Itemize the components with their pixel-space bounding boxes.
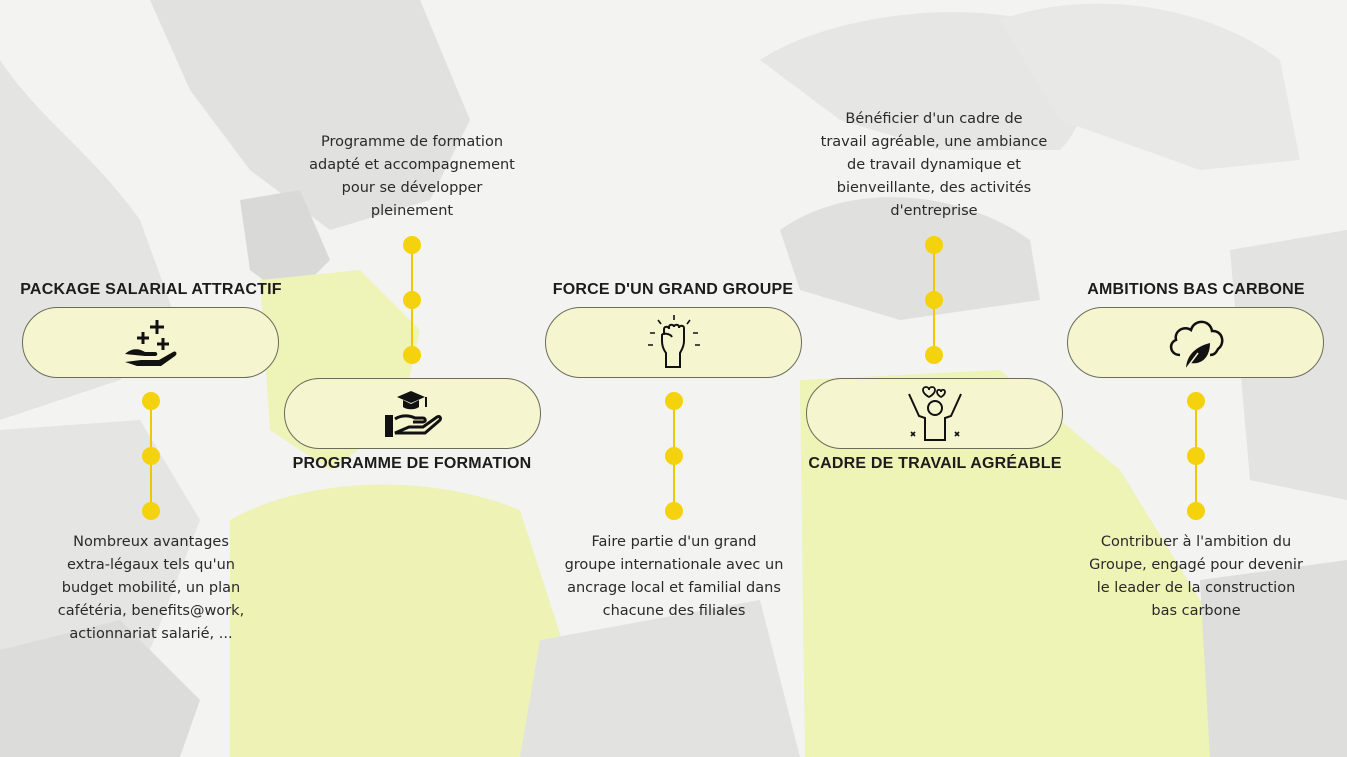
item-title-cadre: CADRE DE TRAVAIL AGRÉABLE bbox=[808, 455, 1062, 472]
item-title-groupe: FORCE D'UN GRAND GROUPE bbox=[552, 281, 794, 298]
item-title-formation: PROGRAMME DE FORMATION bbox=[292, 455, 532, 472]
connector-formation bbox=[402, 236, 422, 366]
connector-cadre bbox=[924, 236, 944, 366]
connector-package bbox=[141, 392, 161, 522]
hand-with-plus-signs-icon bbox=[124, 319, 176, 366]
raised-fist-icon bbox=[647, 314, 700, 368]
pill-carbone bbox=[1067, 307, 1324, 378]
pill-cadre bbox=[806, 378, 1063, 449]
connector-carbone bbox=[1186, 392, 1206, 522]
pill-groupe bbox=[545, 307, 802, 378]
happy-person-hearts-icon bbox=[907, 385, 962, 441]
item-title-package: PACKAGE SALARIAL ATTRACTIF bbox=[20, 281, 282, 298]
pill-formation bbox=[284, 378, 541, 449]
hand-with-graduation-cap-icon bbox=[384, 390, 442, 437]
item-title-carbone: AMBITIONS BAS CARBONE bbox=[1087, 281, 1305, 298]
cloud-leaf-icon bbox=[1169, 320, 1223, 369]
pill-package bbox=[22, 307, 279, 378]
connector-groupe bbox=[664, 392, 684, 522]
